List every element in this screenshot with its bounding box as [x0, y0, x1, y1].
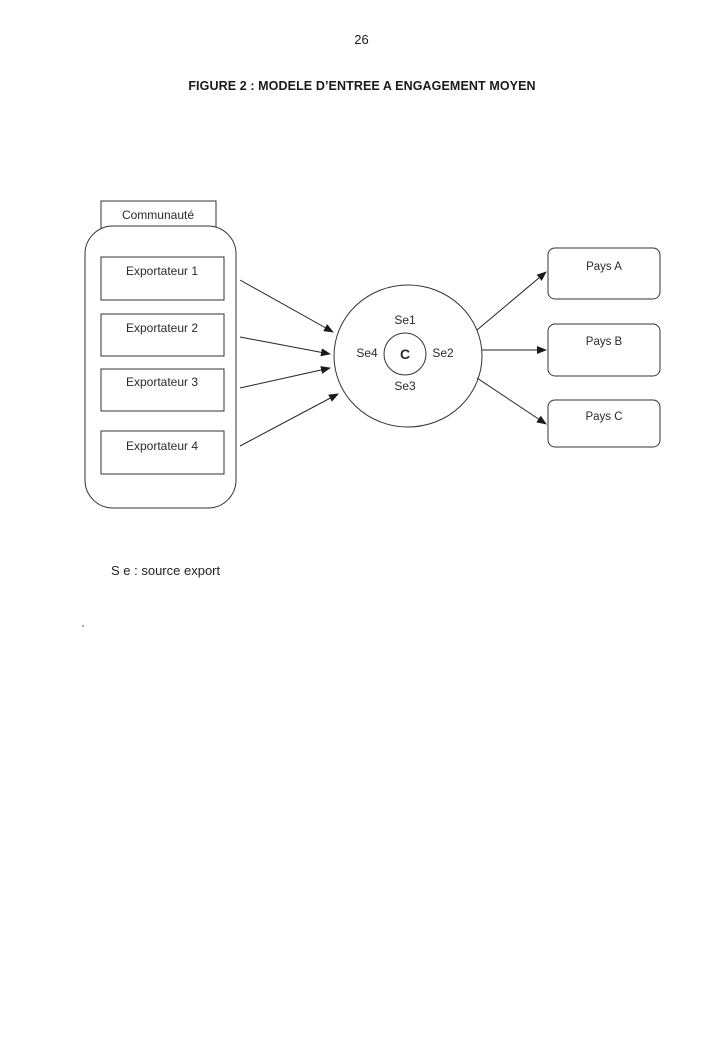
country-box: Pays C	[547, 399, 661, 448]
arrow-exporter-4-to-hub	[239, 393, 339, 447]
exporter-label: Exportateur 2	[126, 321, 198, 335]
source-label-se1: Se1	[394, 313, 416, 327]
exporter-box: Exportateur 3	[100, 368, 225, 412]
scan-artifact-dot	[82, 625, 84, 627]
legend-note: S e : source export	[111, 563, 221, 578]
arrow-exporter-1-to-hub	[239, 279, 334, 333]
arrow-hub-to-pays-c	[476, 377, 547, 425]
exporter-label: Exportateur 1	[126, 264, 198, 278]
community-label-box: Communauté	[100, 200, 217, 230]
source-label-se4: Se4	[356, 346, 378, 360]
exporter-box: Exportateur 2	[100, 313, 225, 357]
center-label: C	[400, 346, 410, 362]
exporter-label: Exportateur 3	[126, 375, 198, 389]
page-number: 26	[354, 32, 369, 47]
arrow-exporter-3-to-hub	[239, 366, 331, 389]
country-label: Pays A	[586, 261, 622, 273]
figure-title: FIGURE 2 : MODELE D’ENTREE A ENGAGEMENT …	[188, 79, 536, 93]
arrow-exporter-2-to-hub	[239, 336, 331, 357]
country-box: Pays B	[547, 323, 661, 377]
community-label: Communauté	[122, 208, 194, 222]
country-label: Pays B	[586, 336, 623, 348]
arrow-hub-to-pays-a	[476, 271, 547, 331]
source-label-se3: Se3	[394, 379, 416, 393]
country-label: Pays C	[585, 411, 622, 423]
country-box: Pays A	[547, 247, 661, 300]
exporter-box: Exportateur 1	[100, 256, 225, 301]
center-circle	[383, 332, 427, 376]
exporter-box: Exportateur 4	[100, 430, 225, 475]
exporter-label: Exportateur 4	[126, 439, 198, 453]
source-label-se2: Se2	[432, 346, 454, 360]
